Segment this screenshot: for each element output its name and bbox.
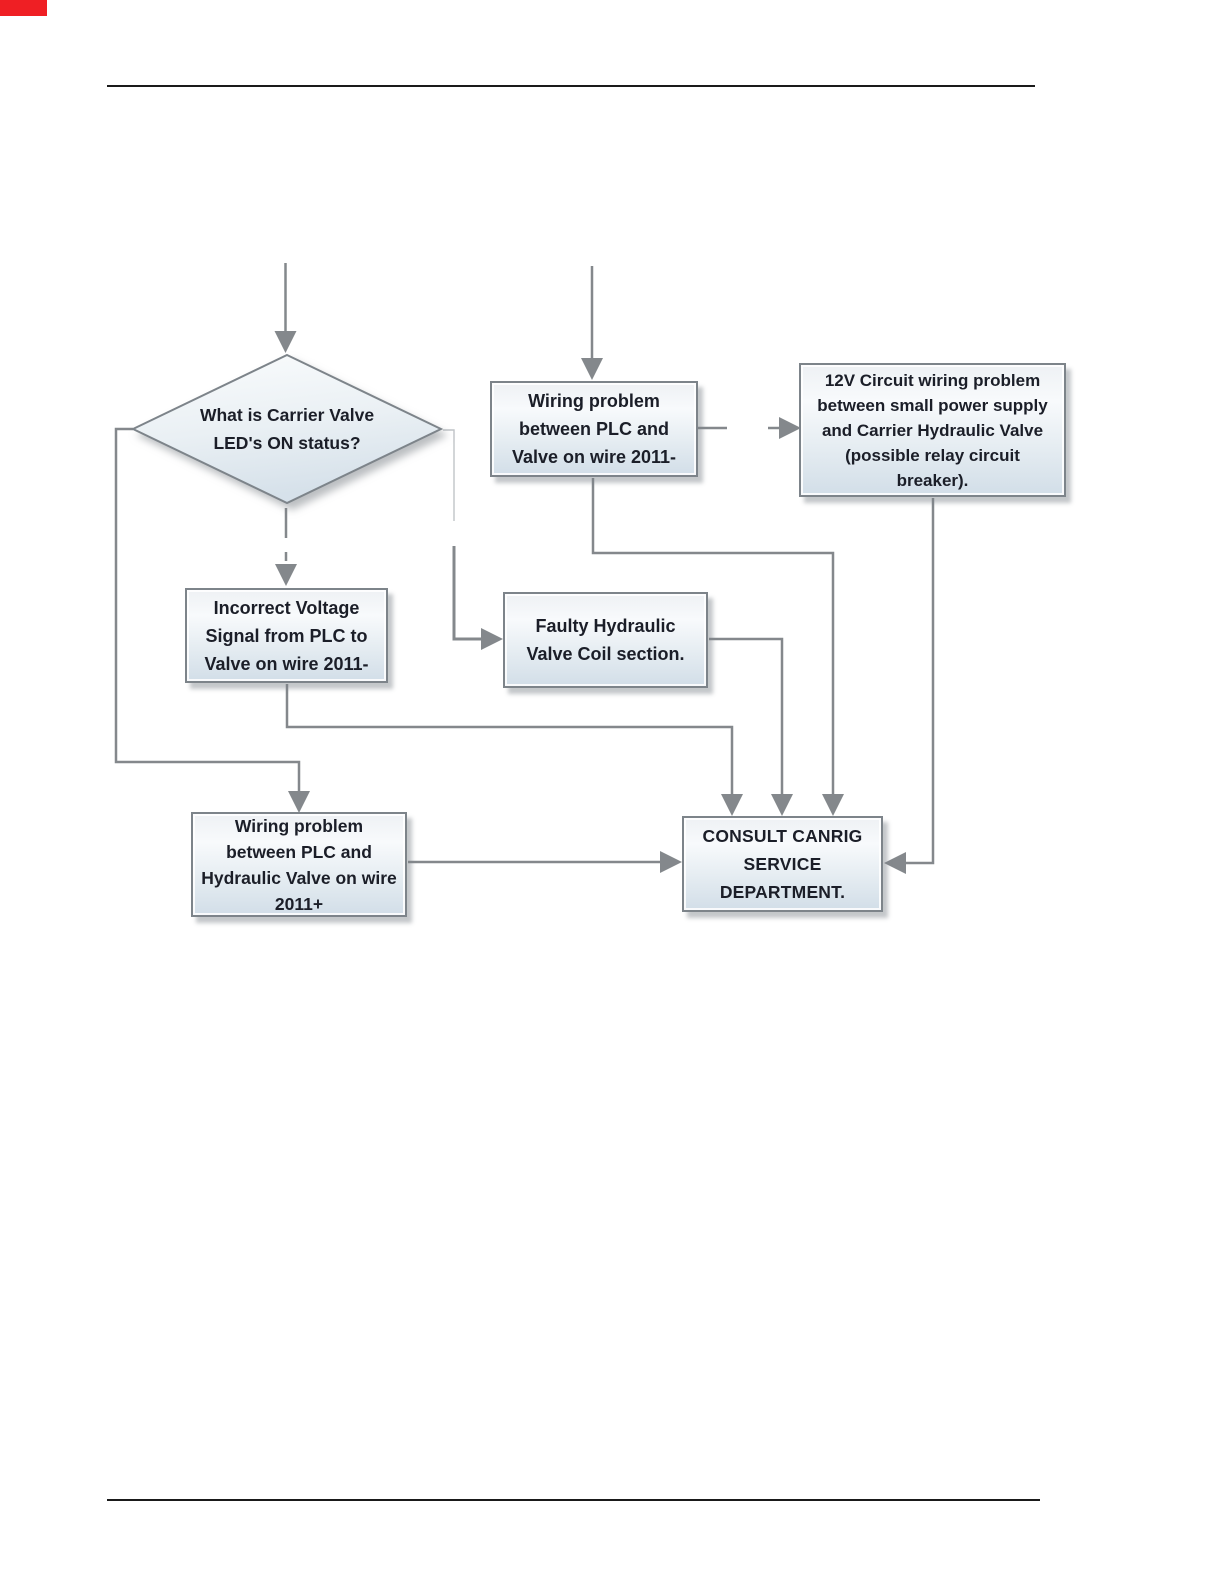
- arrow-line-decision-to-faulty: [452, 546, 481, 641]
- node-label: Wiring problem between PLC and Hydraulic…: [201, 815, 397, 914]
- bottom-divider-line: [107, 1499, 1040, 1501]
- node-decision-label: What is Carrier Valve LED's ON status?: [199, 405, 375, 453]
- node-label: Wiring problem between PLC and Valve on …: [511, 391, 677, 467]
- arrowhead-into-incorrect: [275, 564, 297, 586]
- red-corner-marker: [0, 0, 47, 16]
- node-label: CONSULT CANRIG SERVICE DEPARTMENT.: [702, 826, 863, 902]
- node-12v-circuit: 12V Circuit wiring problem between small…: [799, 363, 1066, 497]
- arrowhead-incorrect-consult: [721, 794, 743, 816]
- arrow-line-incorrect-to-consult: [285, 684, 734, 794]
- node-consult-canrig: CONSULT CANRIG SERVICE DEPARTMENT.: [682, 816, 883, 912]
- arrowhead-into-wiring-plc: [581, 358, 603, 380]
- arrowhead-into-12v: [779, 417, 801, 439]
- node-label: Incorrect Voltage Signal from PLC to Val…: [204, 597, 369, 674]
- arrowhead-wiringhyd-consult: [660, 851, 682, 873]
- node-faulty-coil: Faulty Hydraulic Valve Coil section.: [503, 592, 708, 688]
- arrowhead-into-faulty: [481, 628, 503, 650]
- arrowhead-into-decision: [274, 331, 297, 353]
- node-decision-diamond: What is Carrier Valve LED's ON status?: [131, 353, 443, 505]
- node-label: 12V Circuit wiring problem between small…: [817, 370, 1048, 490]
- top-divider-line: [107, 85, 1035, 87]
- arrow-line-faulty-to-consult: [709, 637, 784, 794]
- arrowhead-faulty-consult: [771, 794, 793, 816]
- arrowhead-plc-consult: [822, 794, 844, 816]
- diamond-shape: [131, 353, 443, 505]
- arrow-line-12v-to-consult: [906, 498, 935, 865]
- node-wiring-plc-valve: Wiring problem between PLC and Valve on …: [490, 381, 698, 477]
- node-incorrect-voltage: Incorrect Voltage Signal from PLC to Val…: [185, 588, 388, 683]
- node-wiring-hydraulic: Wiring problem between PLC and Hydraulic…: [191, 812, 407, 917]
- arrowhead-12v-consult: [884, 852, 906, 874]
- faint-line-decision-right: [443, 429, 455, 521]
- arrowhead-into-wiring-hyd: [288, 791, 310, 813]
- node-label: Faulty Hydraulic Valve Coil section.: [526, 616, 685, 664]
